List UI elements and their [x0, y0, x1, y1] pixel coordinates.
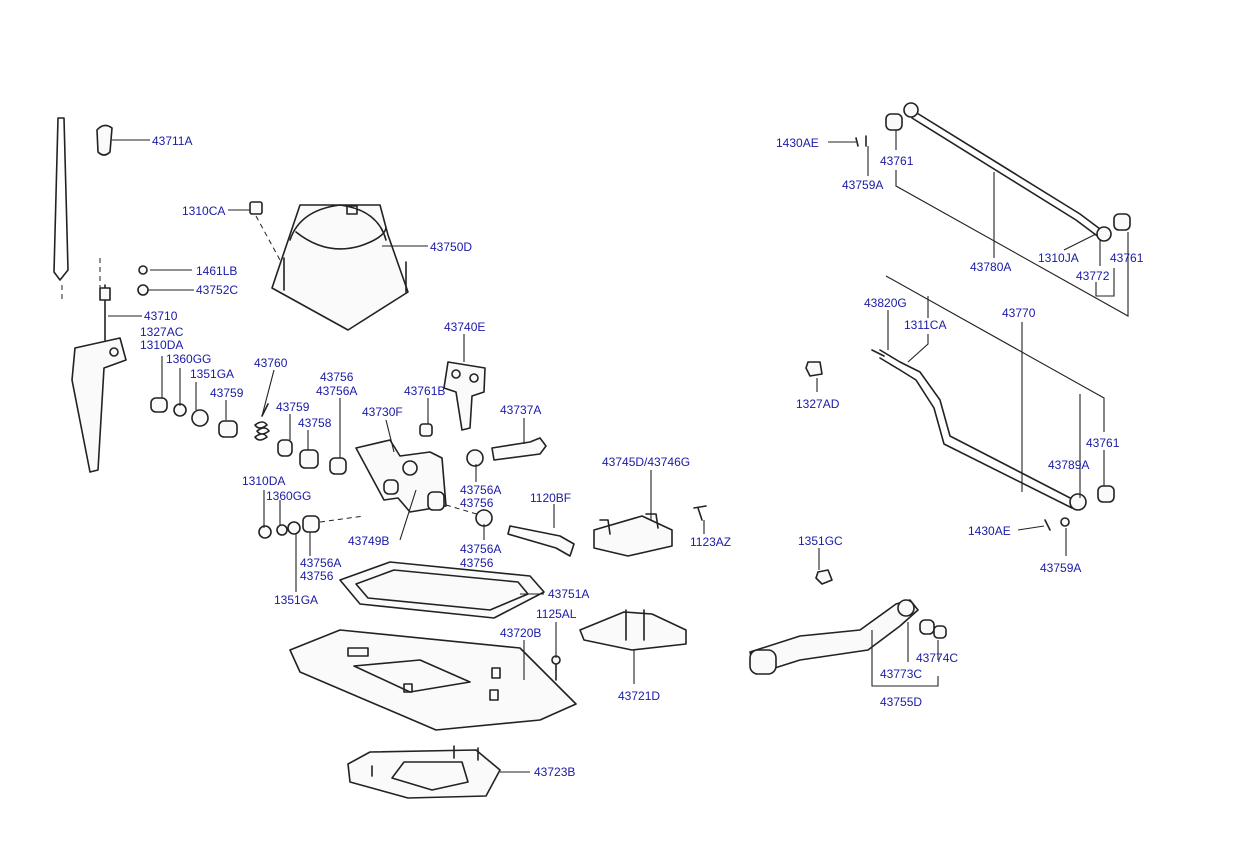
leader-lines [108, 130, 1129, 773]
label-43756A-lower: 43756A [300, 556, 341, 570]
label-43749B: 43749B [348, 534, 389, 548]
bracket-43745D [593, 513, 673, 557]
label-1351GA-lower: 1351GA [274, 593, 318, 607]
rod-43770 [871, 349, 1115, 531]
label-43820G: 43820G [864, 296, 907, 310]
label-1310CA: 1310CA [182, 204, 225, 218]
label-43756-upper: 43756 [320, 370, 354, 384]
label-1311CA: 1311CA [904, 318, 946, 332]
bushing-43759-43758 [277, 439, 319, 469]
label-1310DA-lower: 1310DA [242, 474, 285, 488]
label-1351GA-upper: 1351GA [190, 367, 234, 381]
label-1125AL: 1125AL [536, 607, 577, 621]
label-43740E: 43740E [444, 320, 485, 334]
label-43752C: 43752C [196, 283, 238, 297]
label-43750D: 43750D [430, 240, 472, 254]
label-1360GG-lower: 1360GG [266, 489, 311, 503]
clips-1461LB-43752C [137, 265, 149, 296]
label-1310DA-upper: 1310DA [140, 338, 183, 352]
nut-1351GC [815, 569, 833, 585]
gasket-43751A [339, 561, 545, 619]
label-43756-lower: 43756 [300, 569, 334, 583]
label-43756A-mid: 43756A [460, 483, 501, 497]
rod-43780A [855, 102, 1131, 242]
pin-43737A [466, 437, 547, 467]
label-43761-upper: 43761 [880, 154, 914, 168]
label-43760: 43760 [254, 356, 288, 370]
label-43756A-right: 43756A [460, 542, 501, 556]
label-43730F: 43730F [362, 405, 403, 419]
label-1351GC: 1351GC [798, 534, 843, 548]
bushing-row-upper [150, 397, 238, 438]
label-43756-mid: 43756 [460, 496, 494, 510]
label-43721D: 43721D [618, 689, 660, 703]
label-43770: 43770 [1002, 306, 1036, 320]
label-43758: 43758 [298, 416, 332, 430]
label-1327AD: 1327AD [796, 397, 840, 411]
label-1120BF: 1120BF [530, 491, 571, 505]
label-43761-right-upper: 43761 [1110, 251, 1144, 265]
part-labels: 43711A 1310CA 43750D 1461LB 43752C 43710… [140, 134, 1144, 779]
bolt-1125AL [551, 655, 561, 681]
label-43789A: 43789A [1048, 458, 1089, 472]
lever-housing-43730F [329, 439, 447, 513]
label-43759A-upper: 43759A [842, 178, 883, 192]
label-43720B: 43720B [500, 626, 541, 640]
label-43761-right-lower: 43761 [1086, 436, 1120, 450]
pin-1120BF [445, 504, 575, 557]
label-43761B: 43761B [404, 384, 445, 398]
label-43780A: 43780A [970, 260, 1011, 274]
bushing-43761B [419, 423, 433, 437]
arm-43773C [749, 599, 947, 675]
label-43759A-lower: 43759A [1040, 561, 1081, 575]
label-43737A: 43737A [500, 403, 541, 417]
bracket-43740E [443, 361, 486, 431]
shift-lever-bracket [71, 284, 127, 473]
plate-43723B [347, 745, 501, 799]
label-43745D-43746G: 43745D/43746G [602, 455, 690, 469]
bracket-43721D [579, 609, 687, 651]
label-43710: 43710 [144, 309, 178, 323]
label-43772: 43772 [1076, 269, 1110, 283]
label-43756A-upper: 43756A [316, 384, 357, 398]
shift-knob [96, 124, 113, 156]
lower-bushing-row [258, 515, 365, 539]
label-43756-right: 43756 [460, 556, 494, 570]
boot-cover [271, 204, 409, 331]
label-43759-mid: 43759 [276, 400, 310, 414]
label-43773C: 43773C [880, 667, 922, 681]
label-1327AC: 1327AC [140, 325, 184, 339]
label-1430AE-upper: 1430AE [776, 136, 819, 150]
label-43759-upper: 43759 [210, 386, 244, 400]
label-1360GG-upper: 1360GG [166, 352, 211, 366]
label-1310JA: 1310JA [1038, 251, 1079, 265]
label-1461LB: 1461LB [196, 264, 237, 278]
label-43711A: 43711A [152, 134, 192, 148]
return-spring-43760 [254, 403, 270, 441]
label-43755D: 43755D [880, 695, 922, 709]
screw-1123AZ [693, 505, 707, 521]
label-43774C: 43774C [916, 651, 958, 665]
shift-lever-rod [53, 117, 101, 300]
plate-43720B [289, 629, 577, 731]
nut-1327AD [805, 361, 823, 377]
label-1430AE-lower: 1430AE [968, 524, 1011, 538]
label-1123AZ: 1123AZ [690, 535, 731, 549]
label-43751A: 43751A [548, 587, 589, 601]
label-43723B: 43723B [534, 765, 575, 779]
bolt-1310CA [249, 201, 281, 261]
